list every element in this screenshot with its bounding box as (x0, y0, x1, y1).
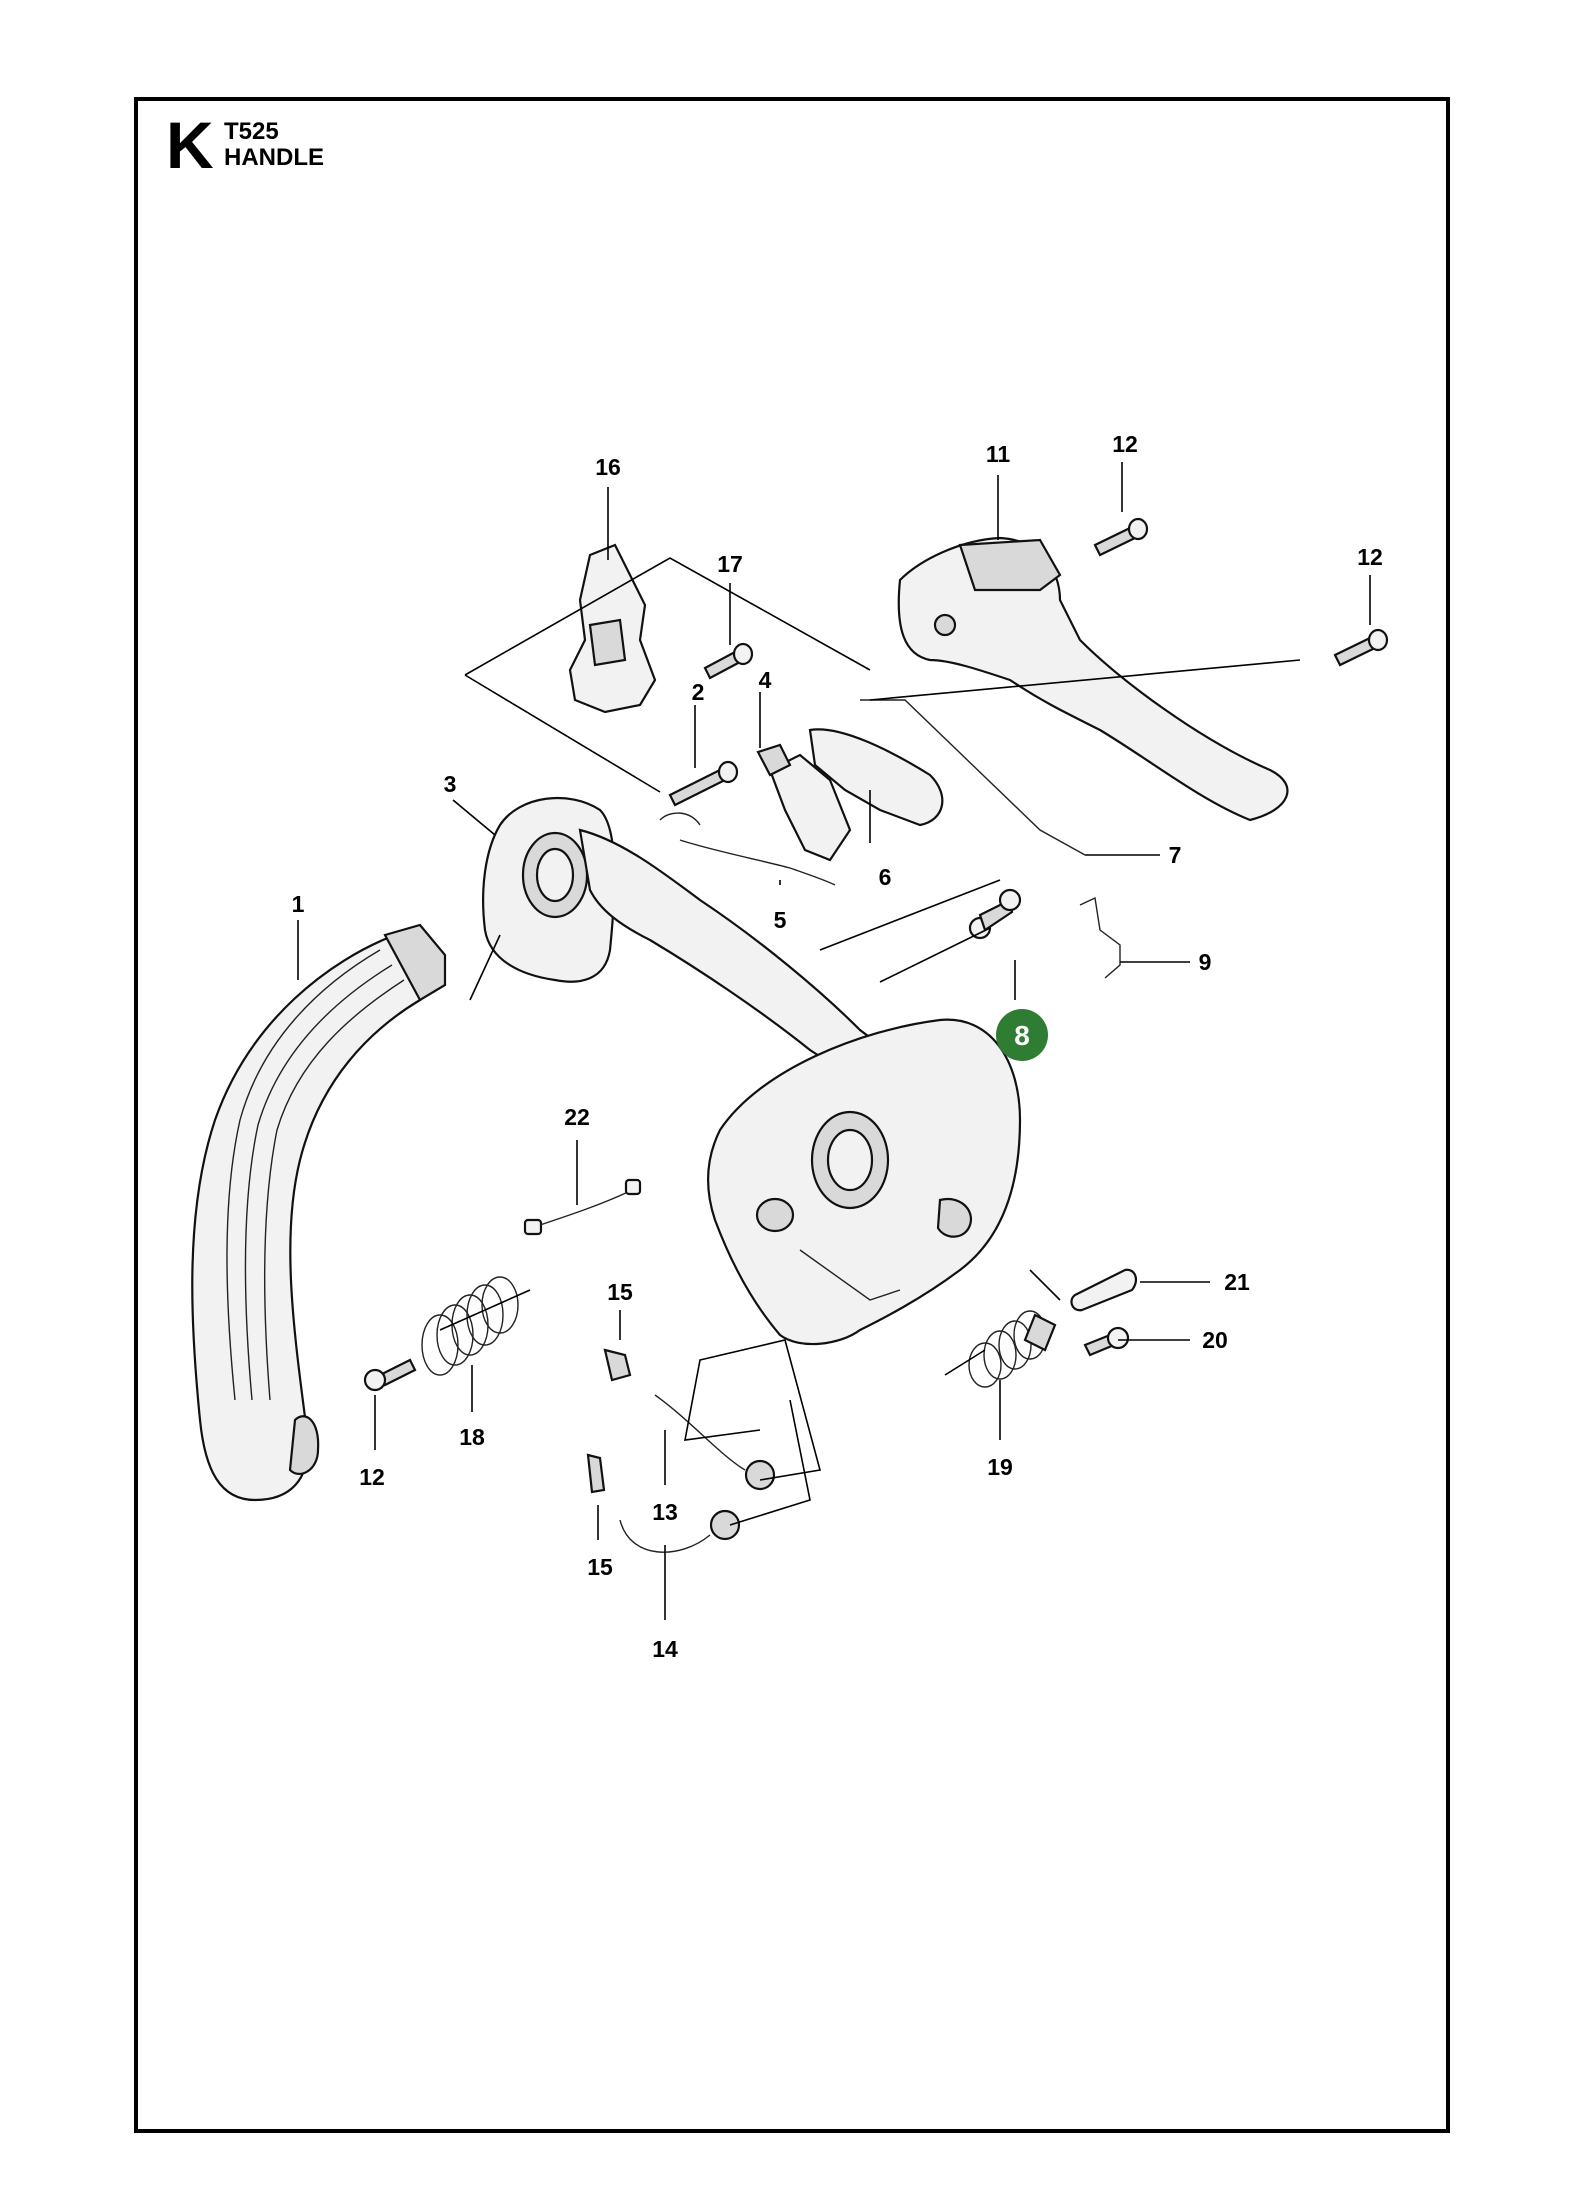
nipple-15-lower (586, 1453, 606, 1494)
callout-1: 1 (292, 891, 305, 917)
screw-17 (703, 642, 754, 680)
rod-9 (1079, 896, 1121, 979)
callout-18: 18 (459, 1424, 485, 1450)
callout-20: 20 (1202, 1327, 1228, 1353)
part-bracket (568, 543, 657, 714)
leader-lines (297, 462, 1371, 1620)
diagram-frame (134, 97, 1450, 2133)
callout-5: 5 (774, 907, 787, 933)
callout-3: 3 (444, 771, 457, 797)
latch-4 (756, 743, 792, 777)
section-title: HANDLE (224, 144, 324, 171)
hose-13 (654, 1394, 776, 1491)
callout-12-right: 12 (1357, 544, 1383, 570)
callout-16: 16 (595, 454, 621, 480)
screw-12-right (1333, 628, 1389, 667)
pin-21 (1070, 1268, 1138, 1312)
callout-12-left: 12 (359, 1464, 385, 1490)
callout-21: 21 (1224, 1269, 1250, 1295)
part-throttle-lever (768, 728, 944, 862)
screw-20 (1083, 1326, 1130, 1357)
section-letter: K (166, 108, 214, 182)
rod-7 (860, 699, 1086, 856)
part-front-handle (191, 923, 447, 1502)
callout-12-top: 12 (1112, 431, 1138, 457)
nipple-15-upper (603, 1348, 632, 1382)
callout-15-upper: 15 (607, 1279, 633, 1305)
callout-11: 11 (986, 441, 1011, 467)
callout-4: 4 (759, 667, 772, 693)
screw-12-left (363, 1358, 417, 1392)
callout-8-highlight: 8 (996, 1009, 1048, 1061)
spring-18 (421, 1276, 519, 1376)
callout-9: 9 (1199, 949, 1212, 975)
callout-2: 2 (692, 679, 705, 705)
callout-8: 8 (1014, 1020, 1030, 1051)
spring-19 (968, 1310, 1057, 1388)
callout-17: 17 (717, 551, 743, 577)
callout-6: 6 (879, 864, 892, 890)
callout-15-lower: 15 (587, 1554, 613, 1580)
screw-12-top (1093, 517, 1149, 557)
callout-22: 22 (564, 1104, 590, 1130)
model-number: T525 (224, 118, 279, 145)
callout-19: 19 (987, 1454, 1013, 1480)
callout-7: 7 (1169, 842, 1182, 868)
screw-2 (668, 760, 739, 807)
spring-5 (659, 812, 836, 886)
part-rear-handle-housing (578, 828, 1022, 1346)
link-8 (968, 888, 1022, 940)
callout-14: 14 (652, 1636, 678, 1662)
callout-13: 13 (652, 1499, 678, 1525)
cable-22 (523, 1178, 642, 1236)
callout-labels: 1 2 3 4 5 6 7 8 9 11 12 12 12 13 14 15 1… (292, 431, 1383, 1662)
hose-14 (619, 1509, 741, 1553)
